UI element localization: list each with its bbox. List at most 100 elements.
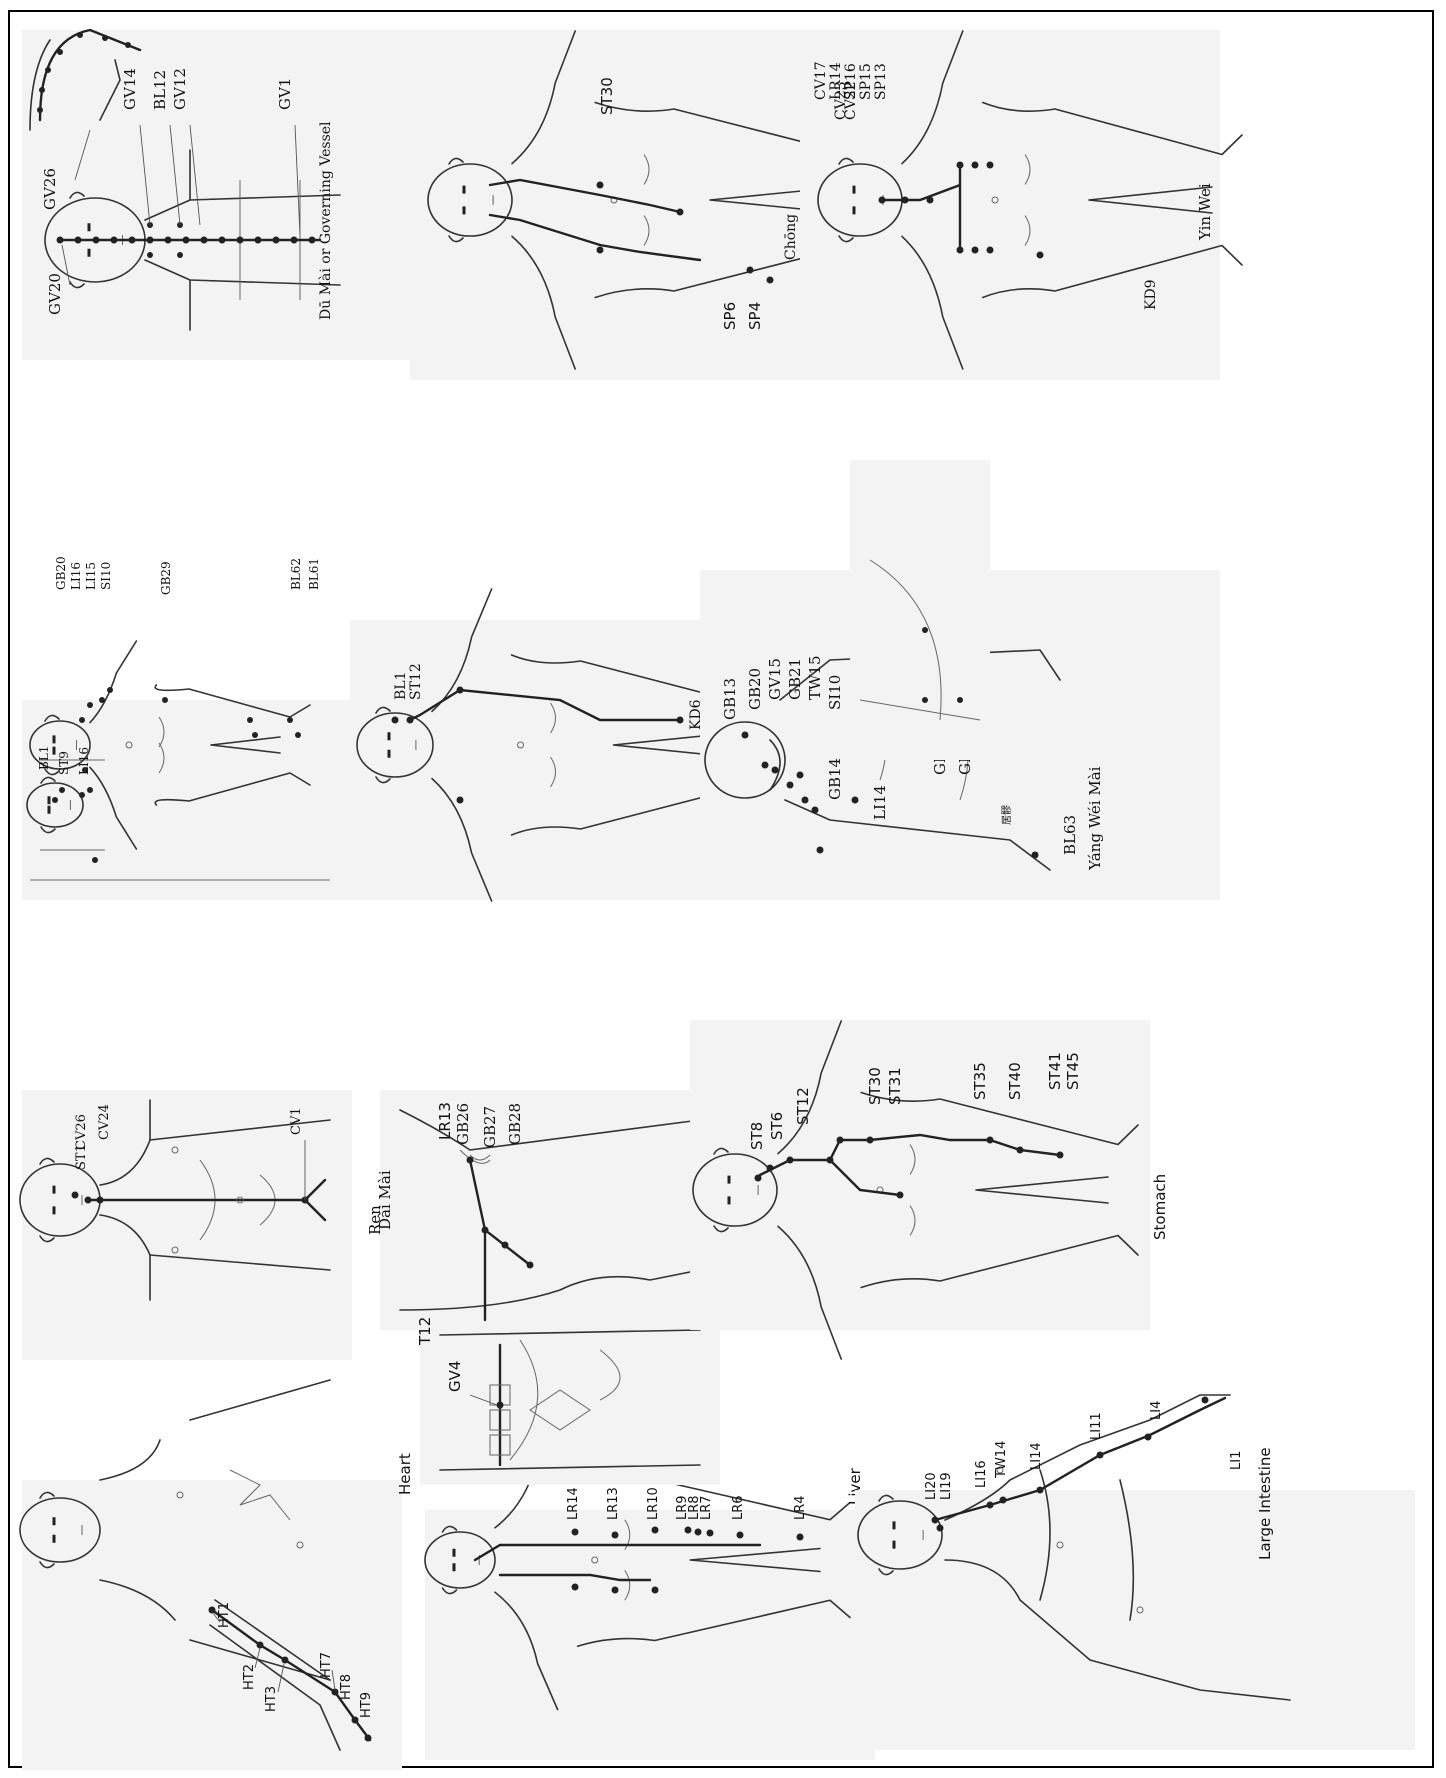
acupoint-dot xyxy=(572,1529,579,1536)
acupoint-dot xyxy=(457,687,464,694)
acupoint-dot xyxy=(652,1527,659,1534)
point-label: LI20 xyxy=(924,1472,939,1500)
acupoint-dot xyxy=(107,687,113,693)
point-label: SI10 xyxy=(826,675,844,710)
acupoint-dot xyxy=(932,1517,939,1524)
point-label: SP16 xyxy=(843,63,859,100)
acupoint-dot xyxy=(282,1657,289,1664)
point-label: ST8 xyxy=(748,1122,766,1150)
panel-yang-qiao: BL1ST9LI16GB20LI16LI15SI10GB29BL62BL61Yá… xyxy=(22,556,383,900)
acupoint-dot xyxy=(257,1642,264,1649)
acupoint-dot xyxy=(77,32,83,38)
point-label: LR13 xyxy=(436,1102,454,1140)
point-label: TW14 xyxy=(994,1441,1009,1479)
acupoint-dot xyxy=(482,1227,489,1234)
acupoint-dot xyxy=(927,197,934,204)
acupoint-dot xyxy=(755,1175,762,1182)
point-label: BL63 xyxy=(1061,815,1079,855)
acupoint-dot xyxy=(57,237,64,244)
point-label: BL62 xyxy=(289,558,303,590)
acupoint-dot xyxy=(45,67,51,73)
panel-background xyxy=(425,1510,875,1760)
panel-title: Chōng xyxy=(783,214,799,260)
acupoint-dot xyxy=(97,1197,104,1204)
acupoint-dot xyxy=(291,237,298,244)
acupoint-dot xyxy=(1032,852,1039,859)
panel-background xyxy=(22,1480,402,1770)
acupoint-dot xyxy=(652,1587,659,1594)
acupoint-dot xyxy=(467,1157,474,1164)
point-label: LR10 xyxy=(646,1487,661,1520)
point-label: T12 xyxy=(416,1317,434,1346)
acupoint-dot xyxy=(93,237,100,244)
acupoint-dot xyxy=(125,42,131,48)
acupoint-dot xyxy=(457,797,464,804)
panel-yin-wei: CV23CV22CV17LR14SP16SP15SP13KD9Yin Wei xyxy=(800,30,1242,380)
point-label: GB28 xyxy=(506,1103,524,1145)
acupoint-dot xyxy=(787,782,794,789)
point-label: BL1 xyxy=(393,672,409,701)
point-label: LR6 xyxy=(731,1495,746,1520)
point-label: CV1 xyxy=(289,1107,304,1135)
point-label: GV20 xyxy=(46,273,64,315)
acupoint-dot xyxy=(922,697,928,703)
acupoint-dot xyxy=(1097,1452,1104,1459)
point-label: LR14 xyxy=(828,62,844,100)
point-label: HT8 xyxy=(339,1674,354,1700)
acupoint-dot xyxy=(129,237,136,244)
point-label: ST12 xyxy=(408,663,424,700)
acupoint-dot xyxy=(295,732,301,738)
acupoint-dot xyxy=(972,247,979,254)
panel-title: Dài Mài xyxy=(376,1170,394,1230)
acupoint-dot xyxy=(37,107,43,113)
point-label: LI11 xyxy=(1089,1412,1104,1440)
panel-heart: HT1HT2HT3HT7HT8HT9Heart xyxy=(20,1380,414,1770)
acupoint-dot xyxy=(572,1584,579,1591)
acupoint-dot xyxy=(273,237,280,244)
point-label: LI16 xyxy=(974,1460,989,1488)
acupoint-dot xyxy=(879,197,886,204)
point-label: LI19 xyxy=(939,1472,954,1500)
point-label: LI4 xyxy=(1149,1401,1164,1420)
acupoint-dot xyxy=(99,697,105,703)
point-label: ST41 xyxy=(1046,1052,1064,1090)
point-label: SP15 xyxy=(858,63,874,100)
point-label: LR13 xyxy=(606,1487,621,1520)
acupoint-dot xyxy=(75,237,82,244)
point-label: GB14 xyxy=(826,758,844,800)
point-label: LR4 xyxy=(793,1495,808,1520)
acupoint-dot xyxy=(747,267,754,274)
acupoint-dot xyxy=(812,807,819,814)
point-label: SP4 xyxy=(746,302,764,330)
acupoint-dot xyxy=(1037,1487,1044,1494)
point-label: BL12 xyxy=(151,70,169,110)
acupoint-dot xyxy=(922,627,928,633)
point-label: LR7 xyxy=(699,1495,714,1520)
acupoint-dot xyxy=(707,1530,714,1537)
point-label: HT9 xyxy=(359,1692,374,1718)
acupoint-dot xyxy=(1037,252,1044,259)
point-label: LI15 xyxy=(84,562,98,590)
point-label: ST35 xyxy=(971,1062,989,1100)
point-label: CV17 xyxy=(813,61,829,100)
acupoint-dot xyxy=(147,252,153,258)
acupoint-dot xyxy=(852,797,859,804)
point-label: KD9 xyxy=(1143,279,1159,310)
panel-title: Dū Mài or Governing Vessel xyxy=(317,121,334,320)
acupoint-dot xyxy=(677,717,684,724)
acupoint-dot xyxy=(183,237,190,244)
acupoint-dot xyxy=(219,237,226,244)
point-label: ST30 xyxy=(866,1067,884,1105)
acupoint-dot xyxy=(937,1525,944,1532)
point-label: GB13 xyxy=(721,678,739,720)
acupoint-dot xyxy=(612,1532,619,1539)
point-label: GB20 xyxy=(746,668,764,710)
acupoint-dot xyxy=(597,182,604,189)
acupoint-dot xyxy=(92,857,98,863)
acupoint-dot xyxy=(742,732,749,739)
acupoint-dot xyxy=(597,247,604,254)
acupoint-dot xyxy=(677,209,684,216)
acupoint-dot xyxy=(1202,1397,1209,1404)
